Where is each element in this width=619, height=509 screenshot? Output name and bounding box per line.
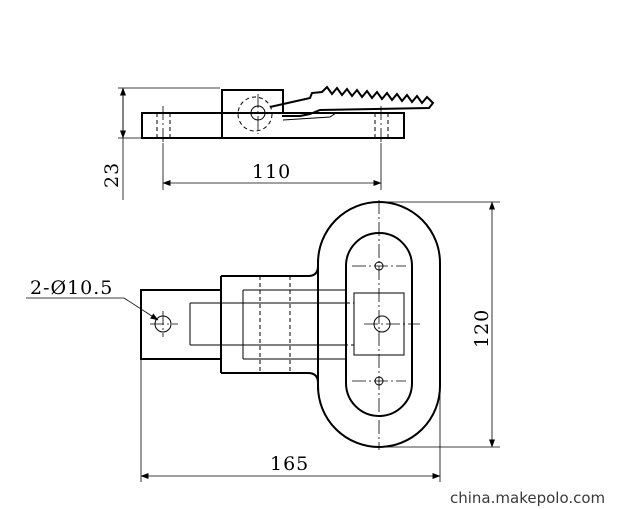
- plan-left-tab: [140, 289, 222, 360]
- side-view: [141, 85, 435, 143]
- dim-hole-callout: 2-Ø10.5: [30, 277, 113, 299]
- side-hinge-bracket: [221, 89, 284, 138]
- dim-length-side: 110: [252, 161, 291, 183]
- plan-hinge-housing: [221, 260, 319, 277]
- dim-height-plan: 120: [471, 309, 493, 348]
- dim-length-plan: 165: [270, 453, 309, 475]
- watermark-text: china.makepolo.com: [450, 489, 605, 507]
- side-base-plate: [141, 112, 405, 139]
- plan-view: [140, 200, 441, 450]
- side-lever-arm: [269, 85, 435, 117]
- side-view-dimensions: 23 110: [101, 87, 382, 200]
- side-pivot: [237, 96, 273, 132]
- dim-height-side: 23: [101, 162, 123, 188]
- plan-view-dimensions: 2-Ø10.5 120 165: [26, 201, 500, 482]
